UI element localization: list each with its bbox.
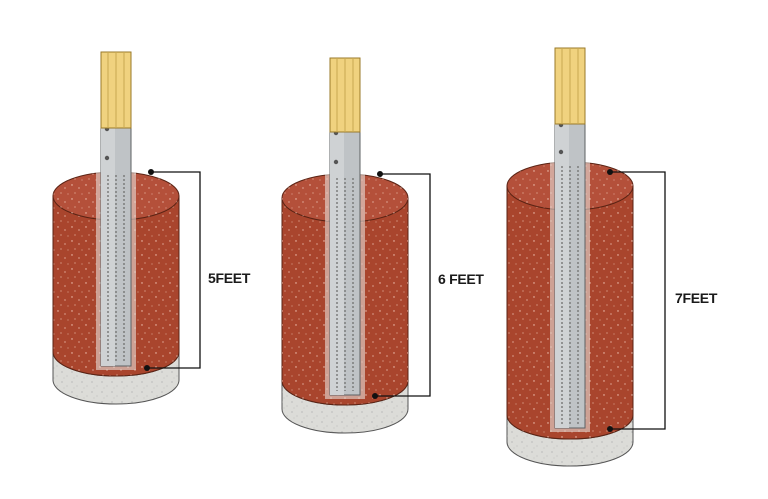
dimension-line-3 — [610, 171, 666, 430]
post-assembly-1: 5FEET — [52, 51, 251, 405]
post-assembly-3: 7FEET — [506, 47, 718, 467]
depth-label-2: 6 FEET — [438, 271, 484, 287]
depth-label-1: 5FEET — [208, 270, 251, 286]
post-assembly-2: 6 FEET — [281, 57, 485, 434]
depth-label-3: 7FEET — [675, 290, 718, 306]
dimension-line-2 — [375, 173, 431, 397]
dimension-line-1 — [147, 171, 201, 369]
